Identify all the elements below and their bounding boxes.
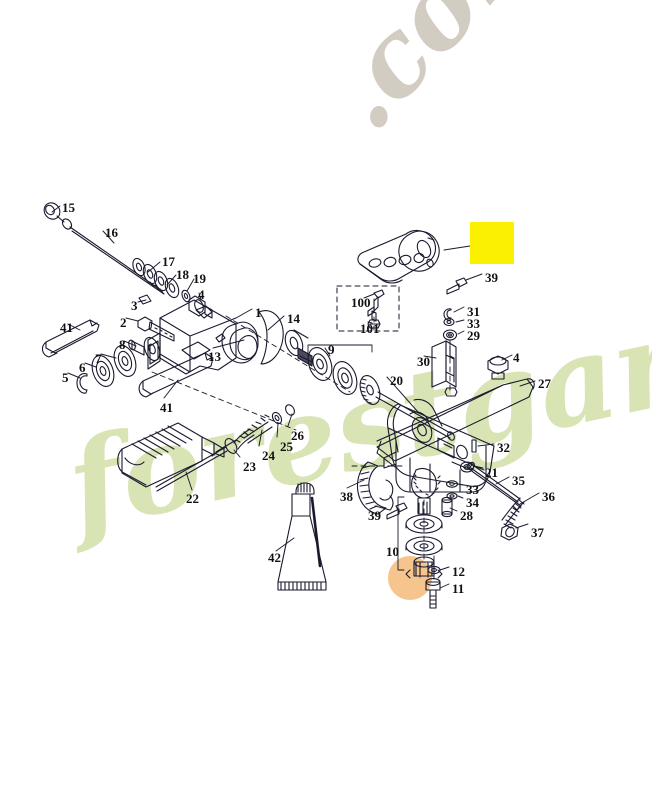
part-35-rod: [467, 461, 522, 511]
callout-31: 31: [467, 304, 480, 319]
part-7-bearing: [113, 345, 137, 377]
callout-4b: 4: [513, 350, 520, 365]
callout-30: 30: [417, 354, 430, 369]
callout-101: 101: [360, 321, 380, 336]
part-13-shim-ring: [258, 310, 284, 365]
callout-23: 23: [243, 459, 256, 474]
callout-9: 9: [328, 342, 335, 357]
callout-28: 28: [460, 508, 473, 523]
part-33-washer: [443, 317, 455, 327]
part-3-pin: [138, 294, 152, 305]
callout-41a: 41: [60, 320, 73, 335]
callout-34: 34: [466, 495, 479, 510]
callout-24: 24: [262, 448, 275, 463]
part-37-nut: [500, 523, 519, 541]
part-101-nut: [367, 319, 381, 329]
callout-8: 8: [119, 337, 126, 352]
part-42-grease-tube: [277, 482, 327, 591]
callout-26: 26: [291, 428, 304, 443]
callout-17: 17: [162, 254, 175, 269]
callout-42: 42: [268, 550, 281, 565]
callout-4a: 4: [198, 287, 205, 302]
part-41-guide-tube-a: [41, 319, 100, 358]
part-32-pin: [471, 439, 477, 453]
part-gearbox-housing: [383, 398, 495, 493]
part-31-clip: [443, 308, 452, 321]
callout-25: 25: [280, 439, 293, 454]
part-26-clip: [285, 404, 295, 416]
part-41-guide-tube-b: [138, 352, 214, 398]
callout-16: 16: [105, 225, 118, 240]
callout-14: 14: [287, 311, 300, 326]
dashed-alignment-lines: [151, 298, 451, 583]
part-6-bearing: [91, 355, 115, 387]
callout-3: 3: [131, 298, 138, 313]
callout-27: 27: [538, 376, 551, 391]
part-100-lever: [367, 289, 385, 322]
callout-38: 38: [340, 489, 353, 504]
part-20-shaft: [375, 391, 455, 441]
part-23-shaft: [155, 439, 237, 492]
callout-29: 29: [467, 328, 480, 343]
callout-18: 18: [176, 267, 189, 282]
part-34-washer-lower: [446, 492, 458, 500]
callout-11: 11: [452, 581, 465, 596]
part-17-washer-stack: [132, 257, 180, 299]
part-24-spring: [224, 414, 273, 454]
bracket-9: [307, 344, 373, 357]
callout-22: 22: [186, 491, 199, 506]
callout-36: 36: [542, 489, 555, 504]
part-8-hub: [128, 336, 161, 362]
part-33-washer-lower: [445, 480, 459, 488]
leader-lines: [51, 205, 540, 589]
callout-21: 21: [485, 465, 498, 480]
callout-37: 37: [531, 525, 544, 540]
callout-1: 1: [255, 305, 262, 320]
part-36-spring: [501, 497, 525, 529]
callout-32: 32: [497, 440, 510, 455]
callout-7: 7: [95, 351, 102, 366]
callout-12: 12: [452, 564, 465, 579]
part-5-circlip: [76, 373, 88, 394]
dashed-group-box-100: [336, 285, 400, 332]
callout-41b: 41: [160, 400, 173, 415]
part-11-bolt: [425, 578, 441, 609]
highlight-box-part-40: [470, 222, 514, 264]
callout-15: 15: [62, 200, 75, 215]
part-39-screw-upper: [446, 277, 468, 295]
callout-39a: 39: [368, 508, 381, 523]
callout-13: 13: [208, 349, 221, 364]
callout-20: 20: [390, 373, 403, 388]
callout-100: 100: [351, 295, 371, 310]
part-4-nut-right: [487, 355, 509, 380]
callout-6: 6: [79, 360, 86, 375]
callout-33: 33: [467, 316, 480, 331]
callout-19: 19: [193, 271, 206, 286]
part-28-spacer: [441, 496, 453, 518]
callout-33b: 33: [466, 482, 479, 497]
part-20-bevel-gear: [359, 375, 381, 405]
part-19-ring: [181, 289, 191, 303]
callout-35: 35: [512, 473, 525, 488]
part-2-bolt: [137, 316, 175, 342]
callout-2: 2: [120, 315, 127, 330]
bracket-10: [397, 496, 405, 571]
part-30-bracket: [431, 340, 458, 397]
callout-39b: 39: [485, 270, 498, 285]
callout-5: 5: [62, 370, 69, 385]
part-40-handle-casting: [357, 229, 440, 284]
callout-10: 10: [386, 544, 399, 559]
part-9-bearing-set: [307, 347, 358, 395]
